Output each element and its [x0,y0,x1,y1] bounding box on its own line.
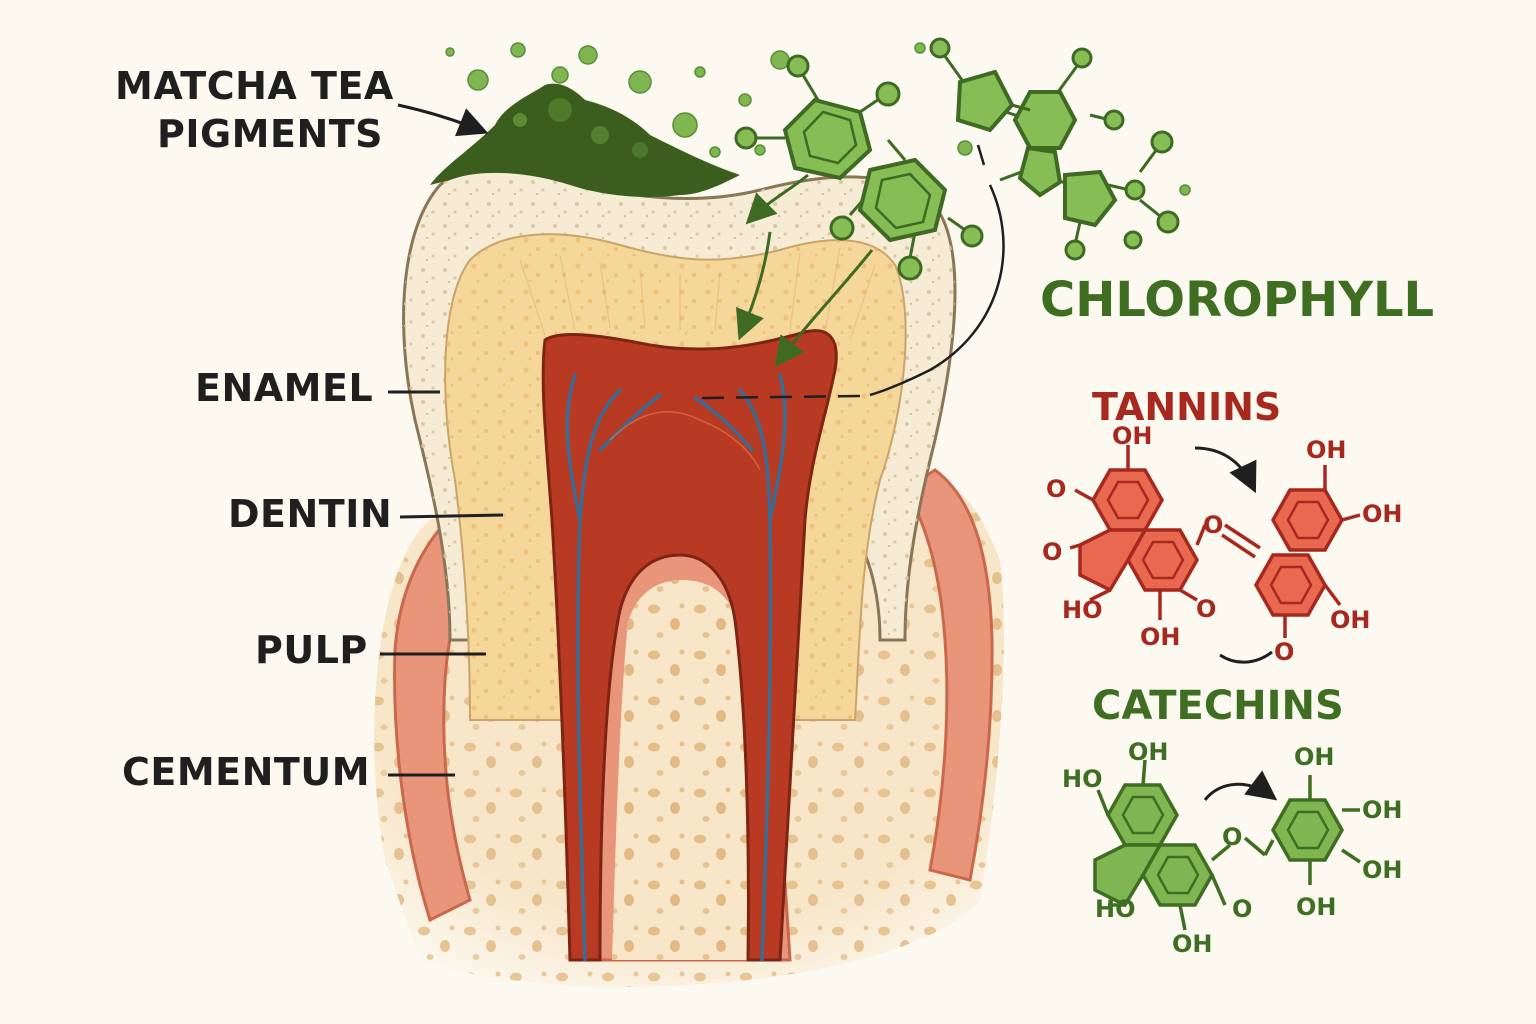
tannin-oh-top-left: OH [1112,422,1153,450]
tannin-arrow-top [1194,446,1257,494]
catechin-o-ring: O [1232,895,1252,923]
label-tannins: TANNINS [1092,385,1282,429]
label-catechins: CATECHINS [1092,683,1344,729]
chlorophyll-molecule [734,37,1180,281]
label-cementum: CEMENTUM [122,750,371,794]
tannin-oh-top-right: OH [1306,436,1347,464]
catechin-oh-right-top: OH [1362,796,1403,824]
diffusion-path [699,144,1005,400]
label-leaders [380,103,504,777]
matcha-stain [430,83,740,197]
catechin-molecule [1093,759,1361,931]
tannin-oh-right: OH [1362,500,1403,528]
catechin-oh-right-bottom: OH [1362,856,1403,884]
catechin-ho-left: HO [1062,765,1103,793]
label-enamel: ENAMEL [195,366,374,410]
tannin-o-left: O [1042,538,1062,566]
label-matcha-line2: PIGMENTS [157,112,384,156]
catechin-oh-bottom: OH [1172,930,1213,958]
tannin-arrow-bottom [1219,650,1273,664]
pulp-chamber [541,329,838,962]
catechin-oh-top-right: OH [1294,743,1335,771]
pigment-penetration-arrows [736,173,874,368]
label-matcha-line1: MATCHA TEA [115,64,394,108]
tannin-oh-bottom-right: OH [1330,606,1371,634]
catechin-ho-bottom-left: HO [1095,895,1136,923]
label-pulp: PULP [255,628,368,672]
tannin-o-right-ring: O [1196,595,1216,623]
tannin-ho-bottom-left: HO [1062,596,1103,624]
catechin-oh-bottom-right: OH [1296,893,1337,921]
label-dentin: DENTIN [228,492,393,536]
catechin-o-bridge: O [1222,823,1242,851]
catechin-arrow [1203,770,1278,801]
pigment-particles [445,42,1191,196]
label-chlorophyll: CHLOROPHYLL [1040,272,1435,328]
tannin-molecule [1069,445,1361,638]
catechin-oh-top-left: OH [1128,738,1169,766]
tannin-o-bottom-right: O [1274,638,1294,666]
tannin-o-bridge: O [1203,511,1223,539]
label-matcha-tea-pigments: MATCHA TEA PIGMENTS [115,62,394,158]
tannin-oh-bottom-left: OH [1140,623,1181,651]
tannin-o-double-left: O [1046,475,1066,503]
